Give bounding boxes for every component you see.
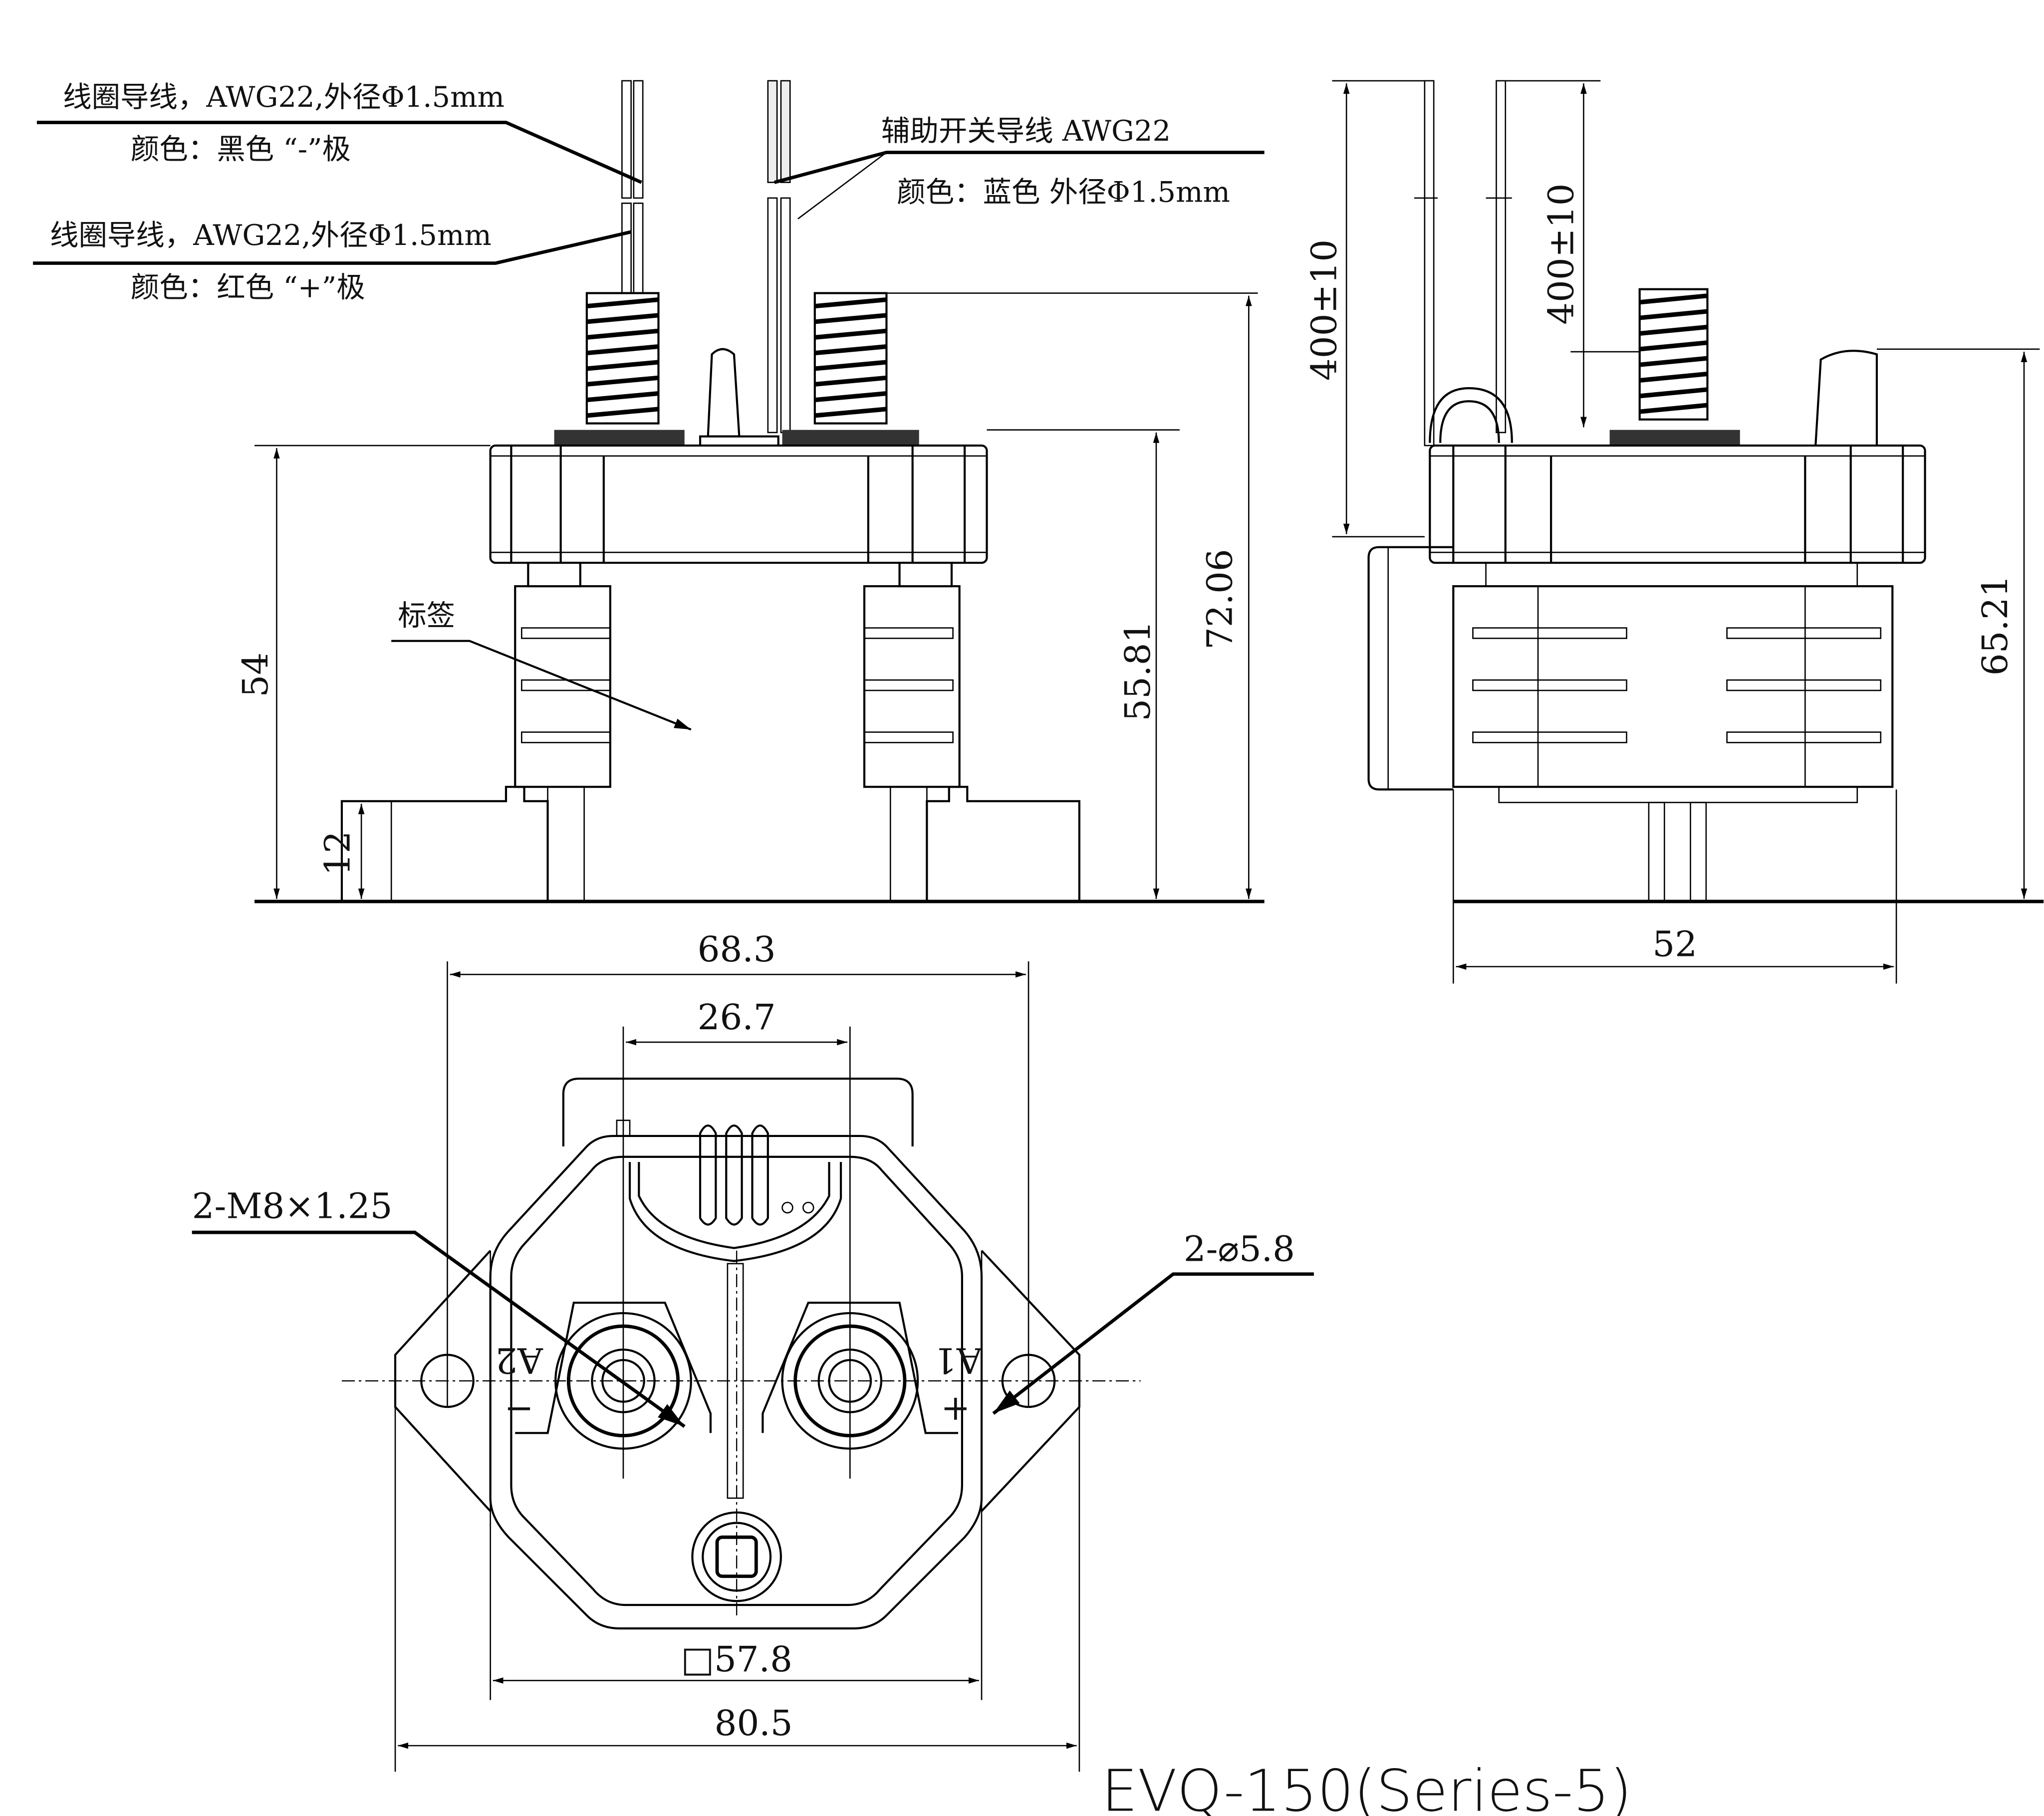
side-bracket xyxy=(1369,547,1454,790)
side-center-post xyxy=(1815,351,1877,446)
coil-wires xyxy=(622,81,643,294)
dim-55-81: 55.81 xyxy=(1117,621,1158,721)
dim-400-left: 400±10 xyxy=(1303,239,1344,381)
terminal-a1-label: A1 xyxy=(934,1340,983,1381)
label-tag-callout: 标签 xyxy=(398,599,455,632)
side-terminal-stud xyxy=(1640,289,1708,420)
dim-65-21: 65.21 xyxy=(1975,575,2016,676)
dim-26-7: 26.7 xyxy=(698,997,776,1038)
side-view: 400±10 400±10 65.21 52 xyxy=(1303,81,2044,984)
dim-12: 12 xyxy=(317,831,358,876)
dim-54: 54 xyxy=(235,653,276,697)
dim-80-5: 80.5 xyxy=(715,1703,793,1744)
coil-pins xyxy=(700,1126,768,1224)
front-view: 54 12 55.81 72.06 线圈导线，AWG22,外径Φ1.5mm 颜色… xyxy=(33,80,1265,902)
terminal-a2-label: A2 xyxy=(495,1340,543,1381)
leg-right xyxy=(864,563,960,787)
nut-left xyxy=(554,430,685,446)
dim-72-06: 72.06 xyxy=(1199,549,1240,650)
housing-outline xyxy=(491,1136,982,1628)
model-title: EVQ-150(Series-5) xyxy=(1101,1758,1632,1816)
housing-top xyxy=(491,446,987,563)
coil-wire-color-1: 颜色：黑色 “-”极 xyxy=(131,133,351,166)
polarity-minus: − xyxy=(505,1387,534,1428)
coil-wire-color-2: 颜色：红色 “+”极 xyxy=(131,270,365,304)
aux-wire-label: 辅助开关导线 AWG22 xyxy=(881,114,1171,148)
polarity-plus: + xyxy=(941,1387,970,1428)
coil-cavity xyxy=(630,1162,841,1261)
dim-52: 52 xyxy=(1652,924,1697,965)
terminal-stud-left xyxy=(587,293,659,424)
dim-68-3: 68.3 xyxy=(698,929,776,970)
terminal-stud-right xyxy=(815,293,887,424)
center-post xyxy=(708,349,740,437)
base-feet xyxy=(255,787,1265,902)
leg-left xyxy=(515,563,610,787)
thread-spec: 2-M8×1.25 xyxy=(192,1185,393,1226)
coil-wire-label-2: 线圈导线，AWG22,外径Φ1.5mm xyxy=(50,219,492,252)
coil-wire-label-1: 线圈导线，AWG22,外径Φ1.5mm xyxy=(63,80,505,114)
dim-57-8: □57.8 xyxy=(681,1639,792,1680)
hole-spec: 2-⌀5.8 xyxy=(1184,1229,1295,1270)
nut-right xyxy=(782,430,919,446)
dim-400-right: 400±10 xyxy=(1541,184,1582,325)
aux-wires xyxy=(768,81,790,433)
aux-wire-color: 颜色：蓝色 外径Φ1.5mm xyxy=(897,176,1230,209)
bottom-view: A2 A1 − + 68.3 26.7 □57.8 80.5 2-M8×1.25… xyxy=(192,929,1314,1772)
